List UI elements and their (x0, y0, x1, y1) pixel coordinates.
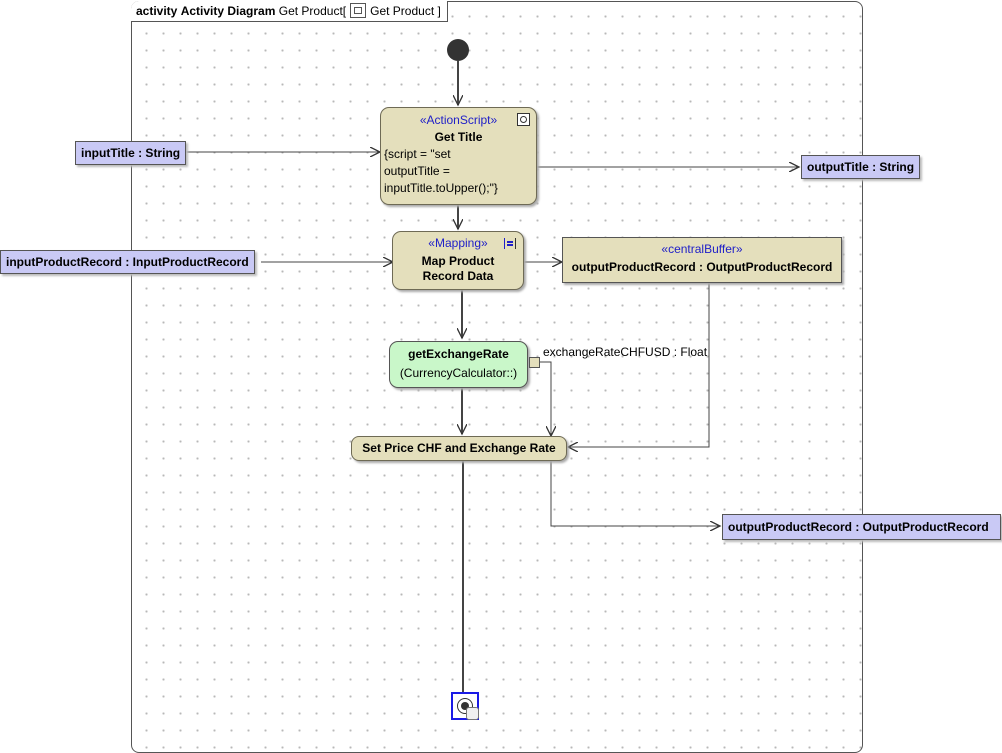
object-output-product-record[interactable]: outputProductRecord : OutputProductRecor… (722, 514, 1001, 540)
frame-subject: Get Product (278, 4, 343, 18)
activity-final-node[interactable] (451, 692, 479, 720)
get-title-name: Get Title (434, 130, 483, 144)
frame-kind: activity (136, 4, 178, 18)
object-flow-buffer-price (568, 283, 710, 447)
action-map-product-record[interactable]: «Mapping» Map Product Record Data (392, 231, 524, 290)
set-price-name: Set Price CHF and Exchange Rate (362, 441, 556, 455)
get-rate-owner: (CurrencyCalculator::) (399, 366, 518, 380)
object-output-title[interactable]: outputTitle : String (801, 155, 921, 179)
object-flow-rate-price (540, 361, 551, 436)
output-pin-exchange-rate[interactable] (529, 357, 540, 368)
initial-node[interactable] (447, 39, 469, 61)
frame-bracket-close: ] (437, 4, 441, 18)
get-rate-name: getExchangeRate (408, 347, 509, 361)
map-name-line: Record Data (422, 269, 494, 283)
selection-handle-icon (466, 707, 479, 720)
mapping-icon (504, 238, 516, 249)
central-buffer-output-record[interactable]: «centralBuffer» outputProductRecord : Ou… (562, 237, 842, 283)
script-line: inputTitle.toUpper();"} (384, 181, 498, 195)
buffer-name: outputProductRecord : OutputProductRecor… (571, 260, 833, 274)
script-line: outputTitle = (384, 164, 450, 178)
object-input-title[interactable]: inputTitle : String (75, 141, 187, 165)
frame-behavior: Get Product (370, 4, 435, 18)
action-get-title[interactable]: «ActionScript» Get Title {script = "set … (380, 107, 537, 205)
frame-bracket-open: [ (342, 4, 347, 18)
script-icon (517, 113, 530, 126)
object-flow-price-output (550, 461, 720, 526)
frame-name: Activity Diagram (180, 4, 276, 18)
activity-icon (350, 3, 367, 18)
map-stereotype: «Mapping» (428, 236, 488, 250)
final-dot (461, 702, 469, 710)
map-name-line: Map Product (421, 254, 495, 268)
script-line: {script = "set (384, 147, 451, 161)
object-input-product-record[interactable]: inputProductRecord : InputProductRecord (0, 250, 255, 274)
get-title-script: {script = "set outputTitle = inputTitle.… (381, 146, 536, 197)
exchange-rate-pin-label: exchangeRateCHFUSD : Float (543, 345, 708, 359)
diagram-frame-tab: activity Activity Diagram Get Product[Ge… (131, 1, 448, 22)
buffer-stereotype: «centralBuffer» (661, 242, 743, 256)
get-title-stereotype: «ActionScript» (419, 113, 498, 127)
action-set-price[interactable]: Set Price CHF and Exchange Rate (351, 436, 567, 461)
call-get-exchange-rate[interactable]: getExchangeRate (CurrencyCalculator::) (389, 341, 528, 388)
